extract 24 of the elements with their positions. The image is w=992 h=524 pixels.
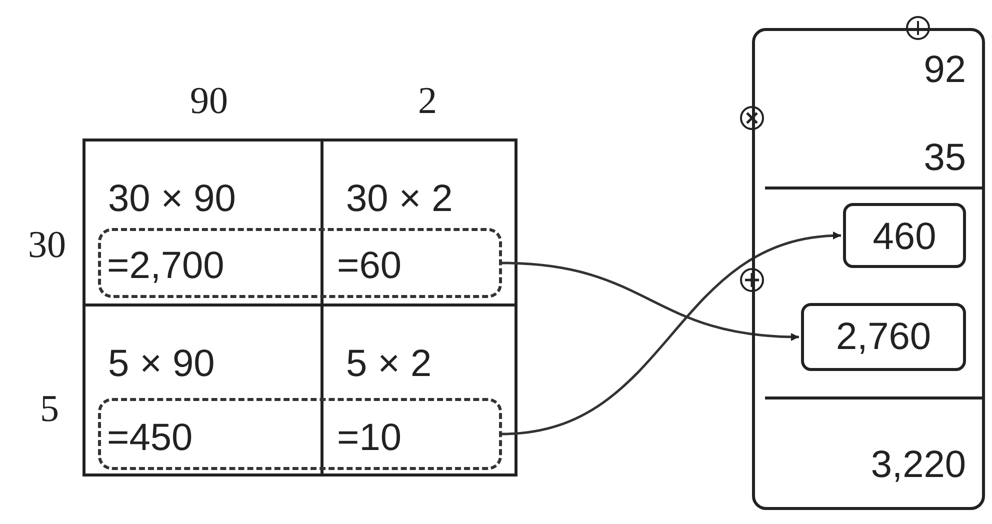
number-text: =2,700 bbox=[107, 247, 224, 285]
column-header: 90 bbox=[190, 82, 228, 120]
partial-product-group bbox=[98, 398, 502, 470]
number-text: 3,220 bbox=[870, 446, 966, 484]
number-text: 35 bbox=[924, 139, 966, 177]
number-text: 92 bbox=[924, 51, 966, 89]
column-method-frame bbox=[752, 28, 985, 510]
product-expression: 5 × 90 bbox=[108, 345, 215, 383]
product-expression: 30 × 2 bbox=[346, 180, 453, 218]
partial-sum-box bbox=[843, 203, 966, 268]
number-text: =60 bbox=[337, 247, 402, 285]
number-text: =10 bbox=[337, 419, 402, 457]
arrow bbox=[502, 262, 800, 341]
number-text: =450 bbox=[107, 419, 193, 457]
partial-product-group bbox=[98, 228, 502, 298]
row-header: 5 bbox=[40, 390, 59, 428]
product-expression: 30 × 90 bbox=[108, 180, 236, 218]
number-text: 2,760 bbox=[834, 318, 932, 356]
column-header: 2 bbox=[418, 82, 437, 120]
row-header: 30 bbox=[28, 226, 66, 264]
product-expression: 5 × 2 bbox=[346, 345, 432, 383]
arrow bbox=[502, 232, 842, 436]
partial-sum-box bbox=[801, 303, 966, 371]
number-text: 460 bbox=[872, 218, 938, 256]
